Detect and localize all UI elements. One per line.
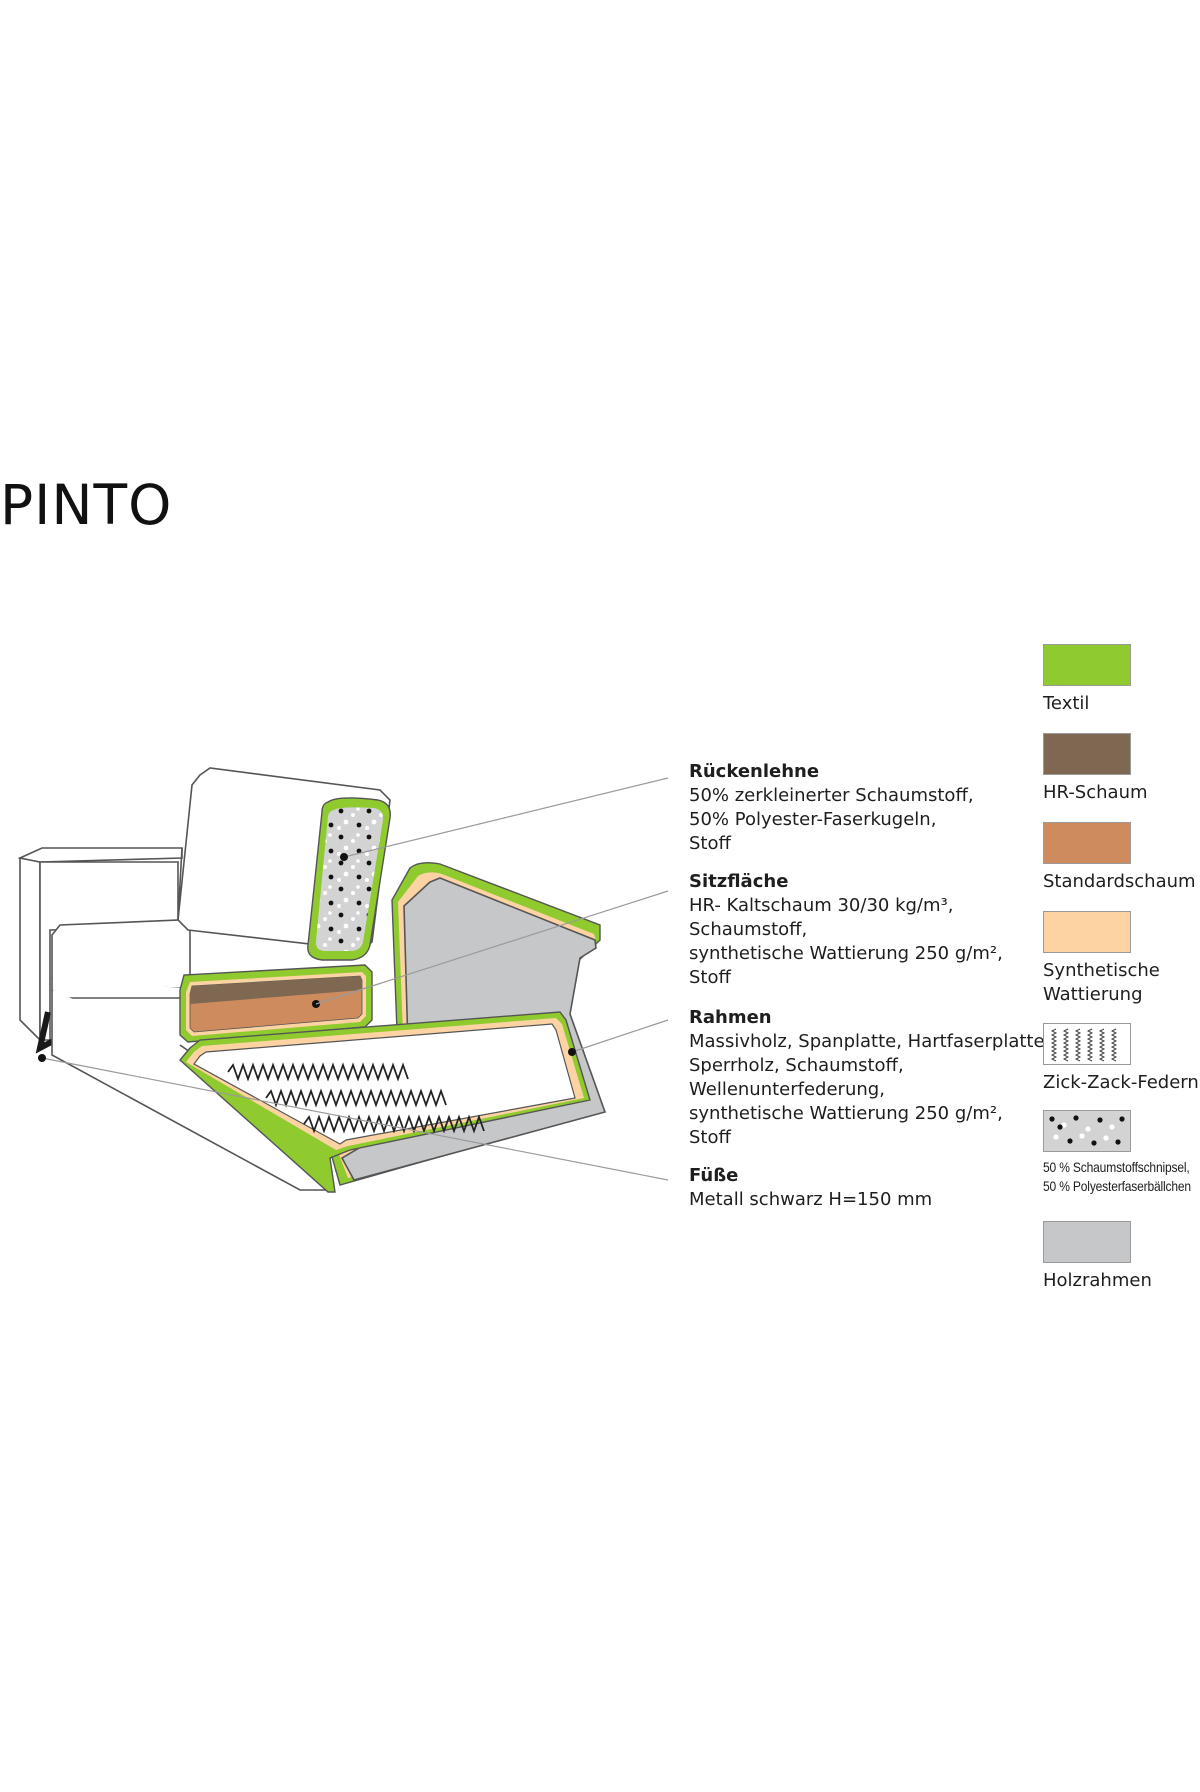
callout-line: synthetische Wattierung 250 g/m², (689, 943, 1003, 964)
callout-frame: Rahmen Massivholz, Spanplatte, Hartfaser… (689, 1006, 1050, 1150)
dot-glyph (1119, 1116, 1125, 1122)
dot-glyph (1109, 1124, 1115, 1130)
legend-label: HR-Schaum (1043, 782, 1148, 803)
dot-glyph (1073, 1115, 1079, 1121)
callout-line: 50% Polyester-Faserkugeln, (689, 809, 937, 830)
zig-zag-springs (227, 1062, 485, 1134)
legend-label-line: Synthetische (1043, 960, 1160, 981)
spring-glyph (1050, 1028, 1058, 1062)
legend-swatch-holzrahmen (1043, 1221, 1131, 1263)
legend-item-hr-schaum: HR-Schaum (1043, 733, 1193, 805)
dot-glyph (1085, 1126, 1091, 1132)
legend-label: Textil (1043, 693, 1090, 714)
legend-label-line: 50 % Schaumstoffschnipsel, (1043, 1159, 1190, 1175)
callout-line: Stoff (689, 1127, 731, 1148)
legend-label: Synthetische Wattierung (1043, 959, 1193, 1007)
dots-pattern (1049, 1115, 1125, 1146)
callout-line: Wellenunterfederung, (689, 1079, 885, 1100)
leader-lines (41, 777, 669, 1181)
spring-glyph (1110, 1028, 1118, 1062)
dot-glyph (1097, 1117, 1103, 1123)
callout-seat: Sitzfläche HR- Kaltschaum 30/30 kg/m³, S… (689, 870, 1003, 990)
callout-line: Stoff (689, 967, 731, 988)
callout-heading: Rahmen (689, 1007, 772, 1028)
dot-glyph (1049, 1116, 1055, 1122)
callout-heading: Füße (689, 1165, 739, 1186)
spring-glyph (1074, 1028, 1082, 1062)
callout-heading: Sitzfläche (689, 871, 789, 892)
callout-backrest: Rückenlehne 50% zerkleinerter Schaumstof… (689, 760, 974, 856)
legend-item-synthetische-wattierung: Synthetische Wattierung (1043, 911, 1193, 1007)
legend-swatch-synthetische-wattierung (1043, 911, 1131, 953)
legend-label: Holzrahmen (1043, 1270, 1152, 1291)
dot-glyph (1067, 1138, 1073, 1144)
legend-label: Standardschaum (1043, 871, 1196, 892)
page-title: PINTO (0, 473, 173, 537)
callout-line: Sperrholz, Schaumstoff, (689, 1055, 904, 1076)
dot-glyph (1091, 1140, 1097, 1146)
spring-glyph (1086, 1028, 1094, 1062)
springs-pattern (1050, 1028, 1118, 1062)
dot-glyph (1079, 1133, 1085, 1139)
dot-glyph (1057, 1124, 1063, 1130)
callout-heading: Rückenlehne (689, 761, 820, 782)
legend-item-holzrahmen: Holzrahmen (1043, 1221, 1193, 1293)
dot-glyph (1061, 1122, 1067, 1128)
legend-label: 50 % Schaumstoffschnipsel, 50 % Polyeste… (1043, 1158, 1191, 1196)
legend-item-textil: Textil (1043, 644, 1193, 716)
legend-swatch-schnipsel (1043, 1110, 1131, 1152)
spring-glyph (1062, 1028, 1070, 1062)
callout-line: Massivholz, Spanplatte, Hartfaserplatte, (689, 1031, 1051, 1052)
legend-swatch-textil (1043, 644, 1131, 686)
callout-line: Schaumstoff, (689, 919, 808, 940)
seat-body (51, 919, 331, 1191)
dot-glyph (1115, 1139, 1121, 1145)
backrest-section (307, 797, 391, 961)
seat-cushion-section (179, 964, 373, 1043)
dot-glyph (1053, 1134, 1059, 1140)
legend-item-zick-zack-federn: Zick-Zack-Federn (1043, 1023, 1199, 1095)
legend-item-schnipsel: 50 % Schaumstoffschnipsel, 50 % Polyeste… (1043, 1110, 1193, 1196)
legend-swatch-zick-zack-federn (1043, 1023, 1131, 1065)
leader-dots (38, 853, 576, 1062)
legend-swatch-hr-schaum (1043, 733, 1131, 775)
legend-label-line: Wattierung (1043, 984, 1143, 1005)
legend-label: Zick-Zack-Federn (1043, 1072, 1199, 1093)
callout-line: synthetische Wattierung 250 g/m², (689, 1103, 1003, 1124)
callout-line: Metall schwarz H=150 mm (689, 1189, 933, 1210)
callout-feet: Füße Metall schwarz H=150 mm (689, 1164, 932, 1212)
legend-swatch-standardschaum (1043, 822, 1131, 864)
dot-glyph (1103, 1135, 1109, 1141)
legend-item-standardschaum: Standardschaum (1043, 822, 1196, 894)
callout-line: HR- Kaltschaum 30/30 kg/m³, (689, 895, 954, 916)
callout-line: 50% zerkleinerter Schaumstoff, (689, 785, 974, 806)
spring-glyph (1098, 1028, 1106, 1062)
legend-label-line: 50 % Polyesterfaserbällchen (1043, 1178, 1191, 1194)
callout-line: Stoff (689, 833, 731, 854)
